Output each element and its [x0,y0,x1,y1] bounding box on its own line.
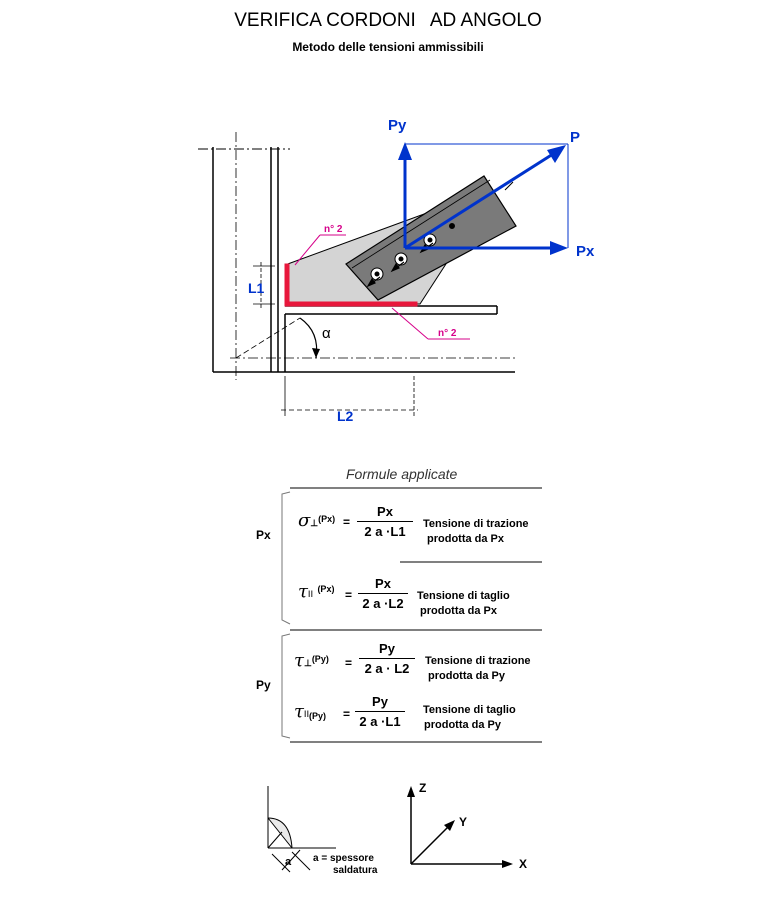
formula-fraction: Px 2 a ·L2 [358,576,408,611]
formula-symbol: σ [298,510,311,531]
formula-numerator: Py [372,694,388,709]
page-subtitle: Metodo delle tensioni ammissibili [292,40,484,54]
label-py: Py [388,117,407,134]
label-p: P [570,129,580,146]
weld-diagram: Py P Px L1 L2 α n° 2 n° 2 [198,117,595,424]
weld-seams [284,263,418,307]
formula-sub: (Px) [317,584,335,594]
formula-desc-line1: Tensione di trazione [425,655,531,667]
formula-sub-mark: II [307,589,313,599]
weld-tag-bottom: n° 2 [438,328,457,339]
formula-eq: = [345,588,353,602]
formula-description: Tensione di taglio prodotta da Px [417,589,510,619]
dimension-l1 [253,262,275,310]
group-py-label: Py [256,678,271,692]
formula-sub-mark: ⊥ [303,658,312,668]
formula-fraction: Py 2 a ·L1 [355,694,405,729]
weld-a-label: a [285,856,292,868]
formula-tau-par-py: τII(Py) [294,701,326,722]
formula-sub: (Py) [308,711,326,721]
formula-denominator: 2 a · L2 [359,658,415,676]
formula-description: Tensione di trazione prodotta da Py [425,654,531,684]
formula-sigma-perp-px: σ⊥(Px) [298,510,335,531]
force-rectangle [405,143,569,248]
base-plate [230,305,515,372]
formula-eq: = [345,656,353,670]
axis-y-label: Y [459,815,467,829]
dimension-l2 [281,376,418,416]
formula-numerator: Py [379,641,395,656]
formula-numerator: Px [375,576,391,591]
force-arrows [398,142,568,255]
formula-desc-line2: prodotta da Px [420,605,498,617]
weld-tag-leaders [294,234,470,340]
formula-description: Tensione di trazione prodotta da Px [423,517,529,547]
axis-z-label: Z [419,781,426,795]
formula-fraction: Px 2 a ·L1 [357,504,413,539]
column [198,132,515,380]
formula-desc-line1: Tensione di taglio [423,704,516,716]
angle-arrowhead [312,348,320,358]
label-px: Px [576,243,595,260]
formula-desc-line2: prodotta da Px [427,533,505,545]
weld-definition-line2: saldatura [333,865,378,876]
formula-desc-line1: Tensione di taglio [417,590,510,602]
label-alpha: α [322,325,331,342]
formula-description: Tensione di taglio prodotta da Py [423,703,516,733]
formula-desc-line1: Tensione di trazione [423,518,529,530]
formula-sub-mark: II [303,709,309,719]
axis-x-label: X [519,857,527,871]
formula-numerator: Px [377,504,393,519]
label-l2: L2 [337,408,354,424]
formulas-frame [281,487,542,743]
formula-desc-line2: prodotta da Py [424,719,502,731]
formula-tau-par-px: τII (Px) [298,581,334,602]
axis-triad [407,786,513,868]
page-title: VERIFICA CORDONI AD ANGOLO [0,10,776,32]
label-l1: L1 [248,280,265,296]
group-px-label: Px [256,528,271,542]
formula-eq: = [343,707,351,721]
weld-tag-top: n° 2 [324,224,343,235]
formula-tau-perp-py: τ⊥(Py) [294,650,329,671]
formula-denominator: 2 a ·L1 [355,711,405,729]
formula-fraction: Py 2 a · L2 [359,641,415,676]
title-left: VERIFICA CORDONI [234,10,416,31]
formula-symbol: τ [294,701,304,722]
formula-desc-line2: prodotta da Py [428,670,506,682]
weld-definition-line1: a = spessore [313,853,374,864]
formula-sub: (Px) [318,514,336,524]
formula-eq: = [343,515,351,529]
formula-denominator: 2 a ·L1 [357,521,413,539]
formula-symbol: τ [298,581,308,602]
title-right: AD ANGOLO [429,10,542,31]
formula-symbol: τ [294,650,304,671]
formula-sub-mark: ⊥ [310,518,319,528]
formula-sub: (Py) [311,654,329,664]
formula-denominator: 2 a ·L2 [358,593,408,611]
weld-definition: a = spessore saldatura [313,853,377,877]
legend-drawings: a Z Y X [267,781,527,873]
weld-throat-sketch [267,786,336,873]
formulas-heading: Formule applicate [346,466,458,482]
